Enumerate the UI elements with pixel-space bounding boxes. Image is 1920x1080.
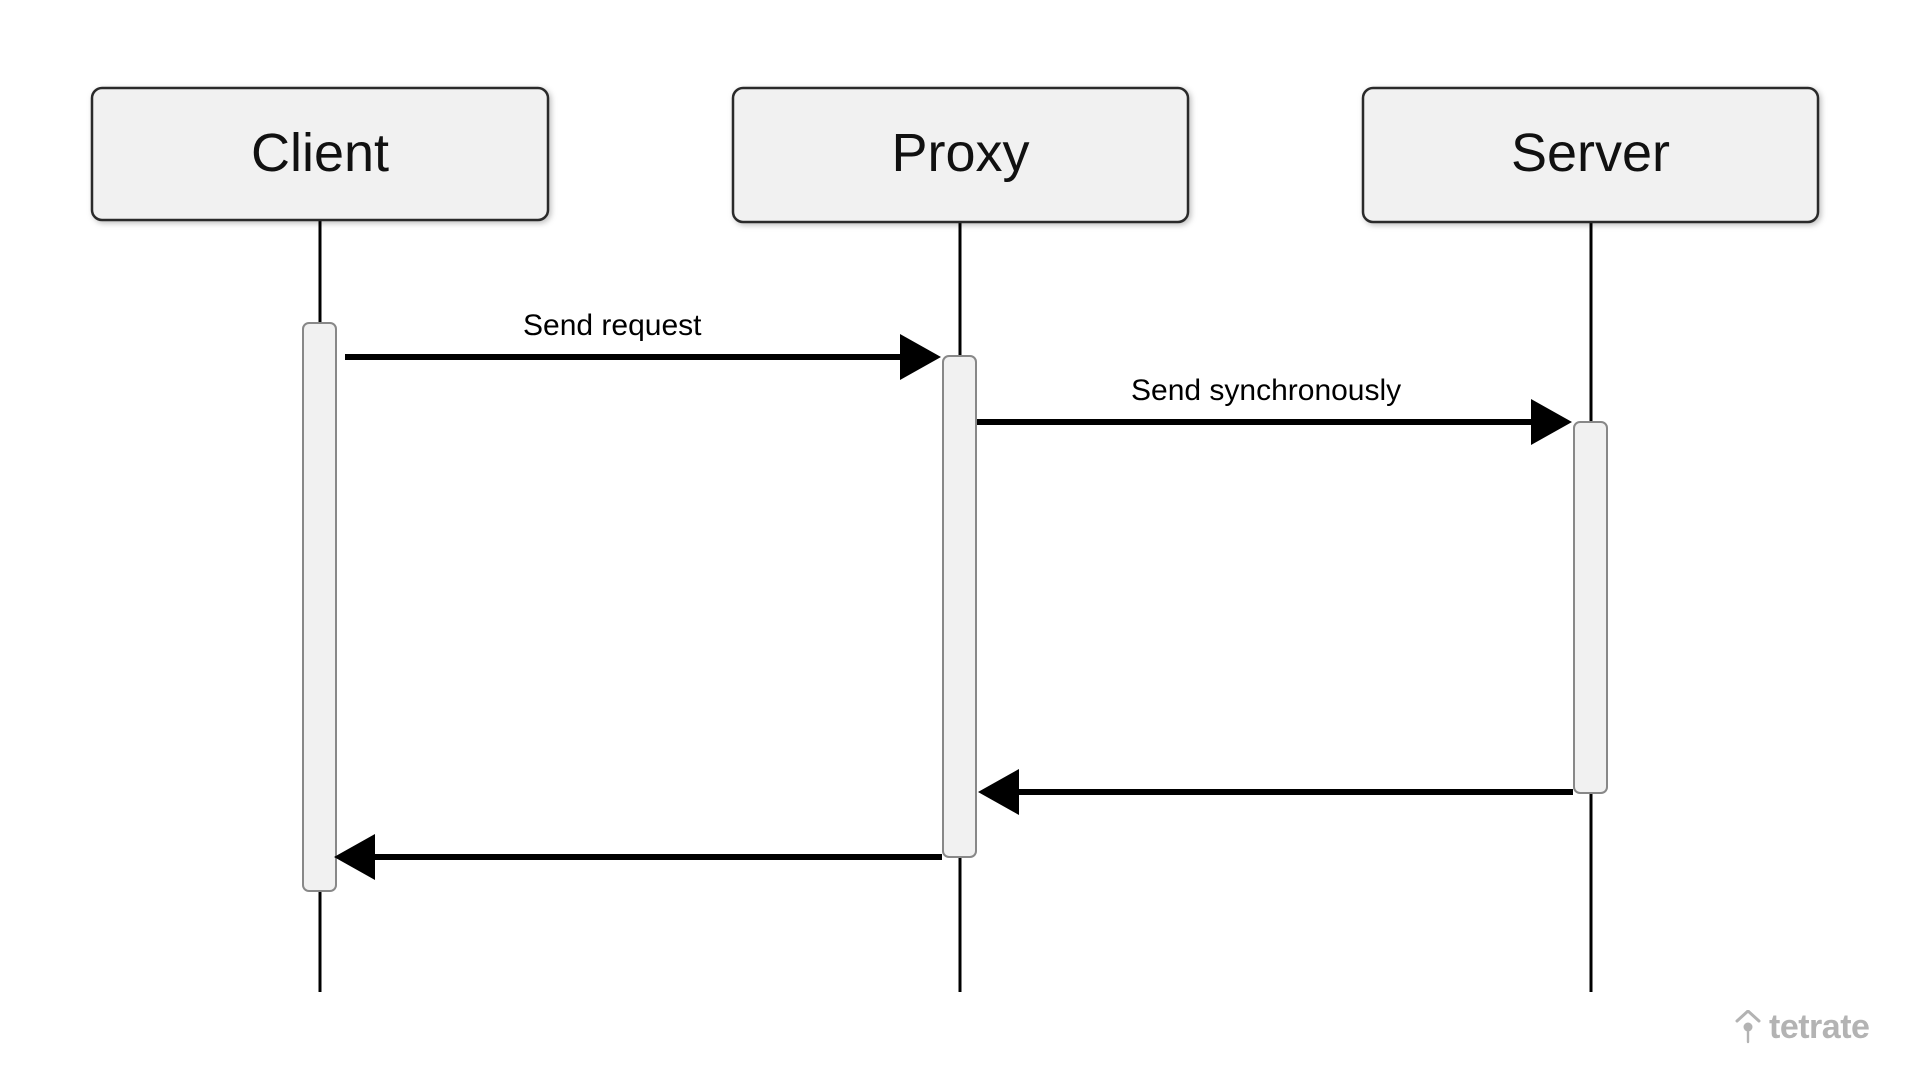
tetrate-wordmark: tetrate [1769,1008,1870,1046]
message-arrow-send-synchronously[interactable] [977,399,1572,445]
participant-label-client: Client [250,123,390,183]
message-arrow-proxy-return[interactable] [334,834,942,880]
participant-boxes [90,86,1820,224]
message-label-send-synchronously: Send synchronously [1131,374,1402,407]
participant-label-server: Server [1510,123,1671,183]
participant-label-proxy: Proxy [891,123,1030,183]
tetrate-watermark: tetrate [1735,1008,1870,1046]
participant-box-proxy[interactable] [731,86,1190,224]
message-arrow-send-request[interactable] [345,334,941,380]
tetrate-arrow-logo-icon [1735,1010,1761,1044]
participant-box-server[interactable] [1361,86,1820,224]
activation-bars [302,322,1608,892]
activation-bar-proxy[interactable] [942,355,977,858]
message-arrow-server-return[interactable] [978,769,1573,815]
activation-bar-server[interactable] [1573,421,1608,794]
participant-box-client[interactable] [90,86,550,222]
message-label-send-request: Send request [523,309,702,342]
message-arrows [334,334,1573,880]
activation-bar-client[interactable] [302,322,337,892]
